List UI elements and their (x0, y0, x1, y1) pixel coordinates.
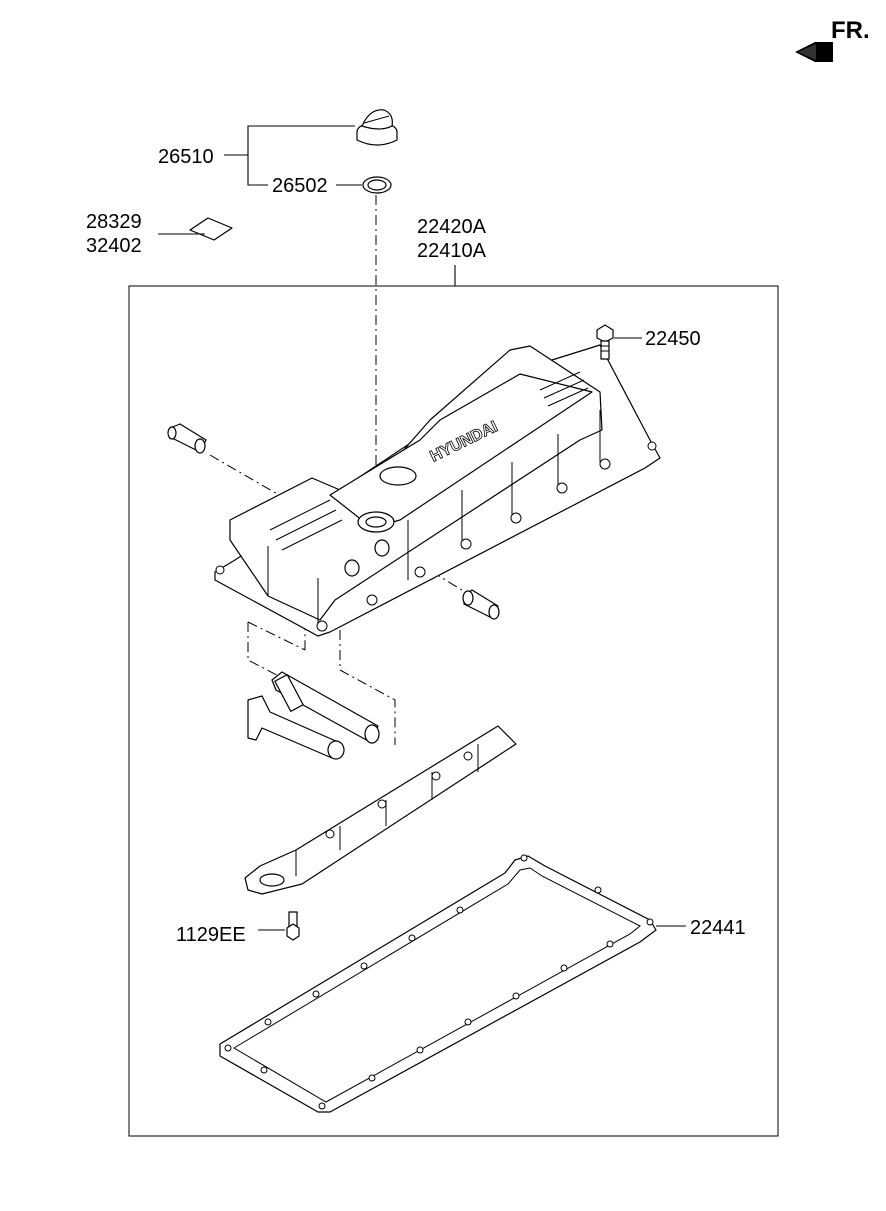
cover-bolt (596, 324, 614, 360)
part-number-bolt: 22450 (645, 328, 701, 350)
front-label: FR. (831, 17, 870, 44)
pcv-valve-right (462, 589, 500, 620)
front-direction-indicator: FR. (795, 17, 870, 62)
cover-gasket (219, 854, 657, 1113)
part-number-oil-cap: 26510 (158, 146, 214, 168)
breather-hose (247, 671, 380, 760)
assembly-frame (128, 285, 779, 1137)
part-number-label-1: 28329 (86, 211, 142, 233)
pcv-valve-left (167, 423, 207, 454)
label-sticker (189, 217, 233, 241)
part-number-cap-seal: 26502 (272, 175, 328, 197)
baffle-plate (244, 725, 517, 895)
oil-filler-cap (356, 109, 398, 146)
cylinder-head-cover: HYUNDAI (214, 344, 661, 637)
oil-cap-seal (362, 176, 392, 194)
leader-lines (158, 125, 686, 931)
arrow-front-icon (795, 42, 833, 62)
part-number-label-2: 32402 (86, 235, 142, 257)
part-number-gasket: 22441 (690, 917, 746, 939)
part-number-cover-a: 22420A (417, 216, 487, 238)
part-number-cover-b: 22410A (417, 240, 487, 262)
baffle-screw (286, 911, 300, 941)
part-number-screw: 1129EE (176, 924, 246, 946)
